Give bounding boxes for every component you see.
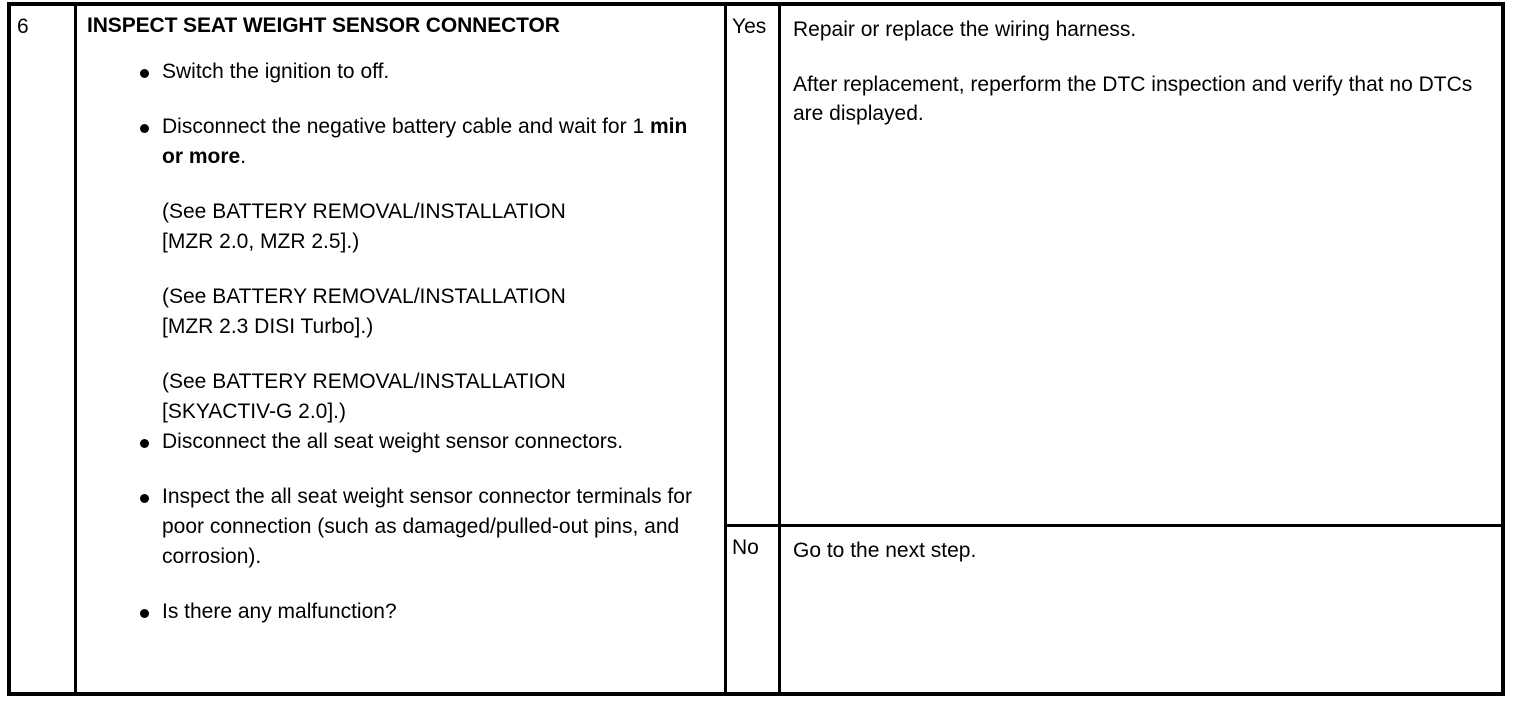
bullet-dot-icon [140, 124, 149, 133]
procedure-bullet-item: Disconnect the negative battery cable an… [87, 112, 714, 172]
diagnostic-step-table: 6 INSPECT SEAT WEIGHT SENSOR CONNECTOR S… [7, 2, 1505, 696]
reference-note-line: [MZR 2.3 DISI Turbo].) [162, 315, 374, 338]
procedure-bullet-item: Is there any malfunction? [87, 597, 714, 627]
reference-note-line: (See BATTERY REMOVAL/INSTALLATION [162, 370, 566, 393]
reference-note-line: [SKYACTIV-G 2.0].) [162, 400, 346, 423]
procedure-title: INSPECT SEAT WEIGHT SENSOR CONNECTOR [87, 14, 560, 37]
action-paragraph-no: Go to the next step. [793, 539, 977, 562]
action-paragraph-yes: Repair or replace the wiring harness. [793, 18, 1137, 41]
bullet-dot-icon [140, 69, 149, 78]
bullet-dot-icon [140, 439, 149, 448]
procedure-reference-note: (See BATTERY REMOVAL/INSTALLATION [MZR 2.… [87, 197, 714, 257]
procedure-bullet-text: Inspect the all seat weight sensor conne… [162, 485, 692, 568]
reference-note-line: (See BATTERY REMOVAL/INSTALLATION [162, 285, 566, 308]
procedure-reference-note: (See BATTERY REMOVAL/INSTALLATION [SKYACT… [87, 367, 714, 427]
result-label-no: No [732, 536, 759, 559]
action-paragraph-yes: After replacement, reperform the DTC ins… [793, 73, 1473, 125]
procedure-bullet-item: Inspect the all seat weight sensor conne… [87, 482, 714, 572]
procedure-bullet-text: Is there any malfunction? [162, 600, 397, 623]
bullet-dot-icon [140, 494, 149, 503]
procedure-bullet-text: Disconnect the all seat weight sensor co… [162, 430, 624, 453]
result-label-yes: Yes [732, 15, 767, 38]
procedure-cell: INSPECT SEAT WEIGHT SENSOR CONNECTOR Swi… [77, 6, 724, 627]
action-cell-yes: Repair or replace the wiring harness. Aft… [781, 6, 1501, 128]
reference-note-line: [MZR 2.0, MZR 2.5].) [162, 230, 360, 253]
column-divider-step [74, 6, 77, 692]
procedure-bullet-text: Switch the ignition to off. [162, 60, 390, 83]
bullet-dot-icon [140, 609, 149, 618]
procedure-reference-note: (See BATTERY REMOVAL/INSTALLATION [MZR 2.… [87, 282, 714, 342]
column-divider-action [778, 6, 781, 692]
column-divider-result [724, 6, 727, 692]
procedure-item-list: Switch the ignition to off. Disconnect th… [87, 57, 714, 627]
procedure-bullet-text: Disconnect the negative battery cable an… [162, 115, 688, 168]
reference-note-line: (See BATTERY REMOVAL/INSTALLATION [162, 200, 566, 223]
procedure-bullet-item: Switch the ignition to off. [87, 57, 714, 87]
procedure-bullet-emphasis: min or more [162, 115, 688, 168]
step-number: 6 [17, 15, 29, 38]
step-number-cell: 6 [11, 6, 74, 39]
procedure-bullet-item: Disconnect the all seat weight sensor co… [87, 427, 714, 457]
row-divider-yes-no [724, 524, 1502, 527]
action-cell-no: Go to the next step. [781, 527, 1501, 565]
